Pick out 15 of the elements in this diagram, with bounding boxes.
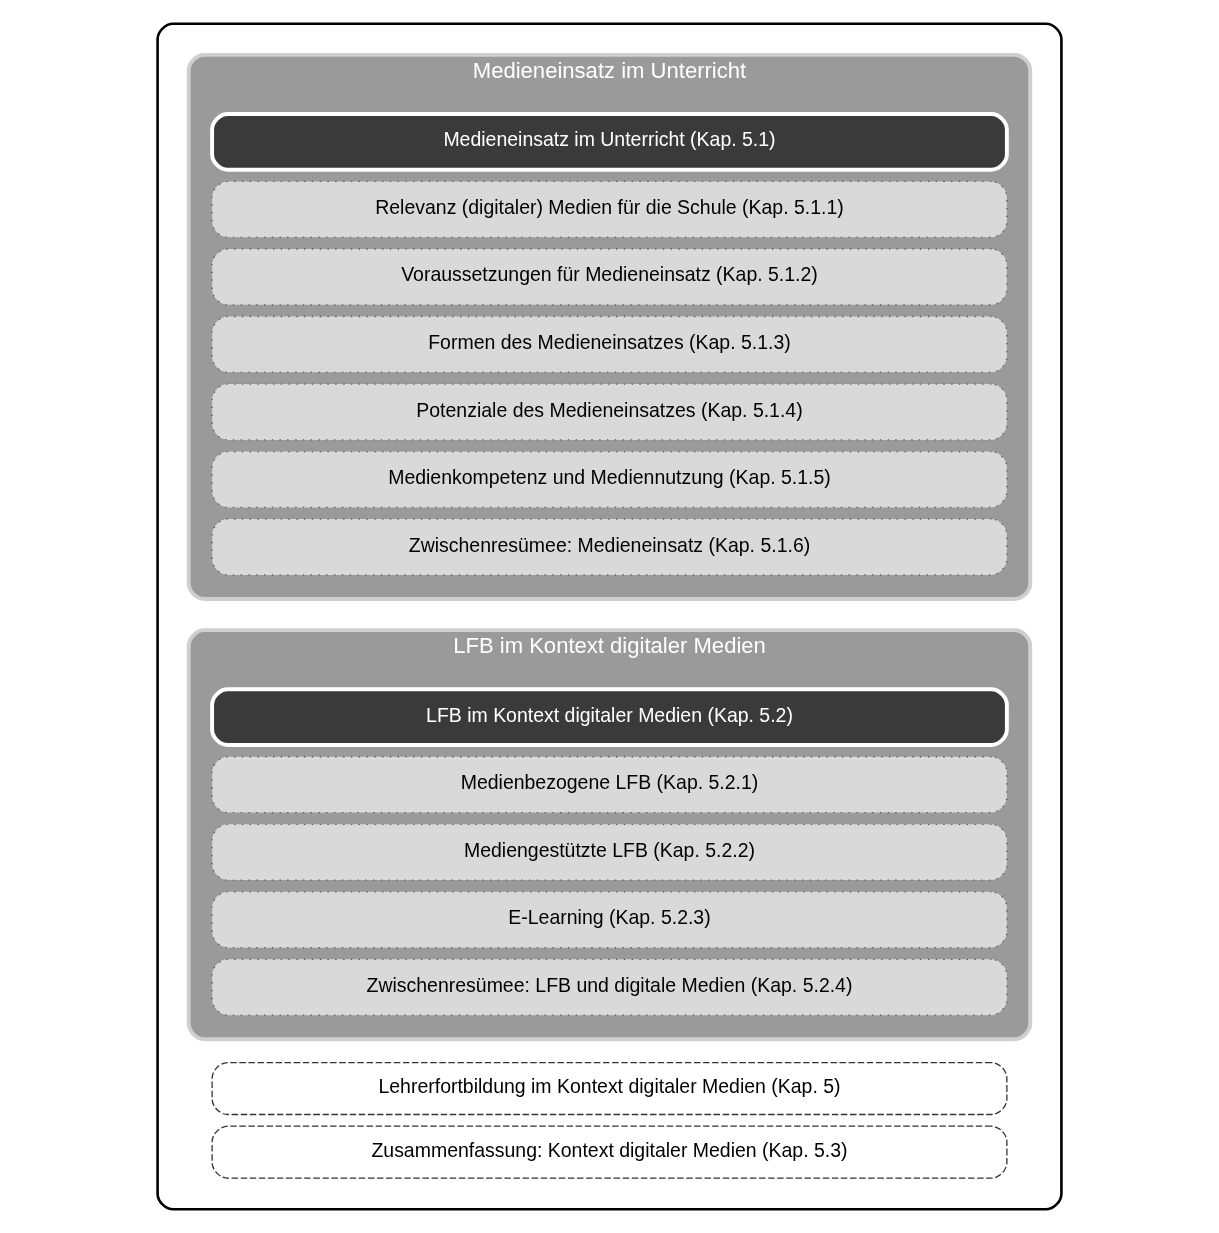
node-box: Medieneinsatz im Unterricht (Kap. 5.1) — [210, 112, 1009, 172]
node-box: Voraussetzungen für Medieneinsatz (Kap. 5.1.2) — [211, 248, 1008, 306]
node-box: Medienbezogene LFB (Kap. 5.2.1) — [211, 756, 1008, 814]
node-box: Relevanz (digitaler) Medien für die Schule (Kap. 5.1.1) — [211, 180, 1008, 238]
node-box: Zwischenresümee: Medieneinsatz (Kap. 5.1.6) — [211, 518, 1008, 576]
cluster — [156, 22, 1063, 1211]
node-box: Medienkompetenz und Mediennutzung (Kap. 5.1.5) — [211, 450, 1008, 509]
node-box: LFB im Kontext digitaler Medien (Kap. 5.2) — [210, 687, 1009, 747]
node-box: Formen des Medieneinsatzes (Kap. 5.1.3) — [211, 315, 1008, 373]
node-box: Zusammenfassung: Kontext digitaler Medien (Kap. 5.3) — [211, 1125, 1008, 1179]
node-box: Potenziale des Medieneinsatzes (Kap. 5.1.4) — [211, 383, 1008, 441]
node-box: E-Learning (Kap. 5.2.3) — [211, 891, 1008, 949]
node-box: Mediengestützte LFB (Kap. 5.2.2) — [211, 823, 1008, 881]
node-box: Lehrerfortbildung im Kontext digitaler Medien (Kap. 5) — [211, 1061, 1008, 1116]
node-box: Zwischenresümee: LFB und digitale Medien (Kap. 5.2.4) — [211, 958, 1008, 1016]
